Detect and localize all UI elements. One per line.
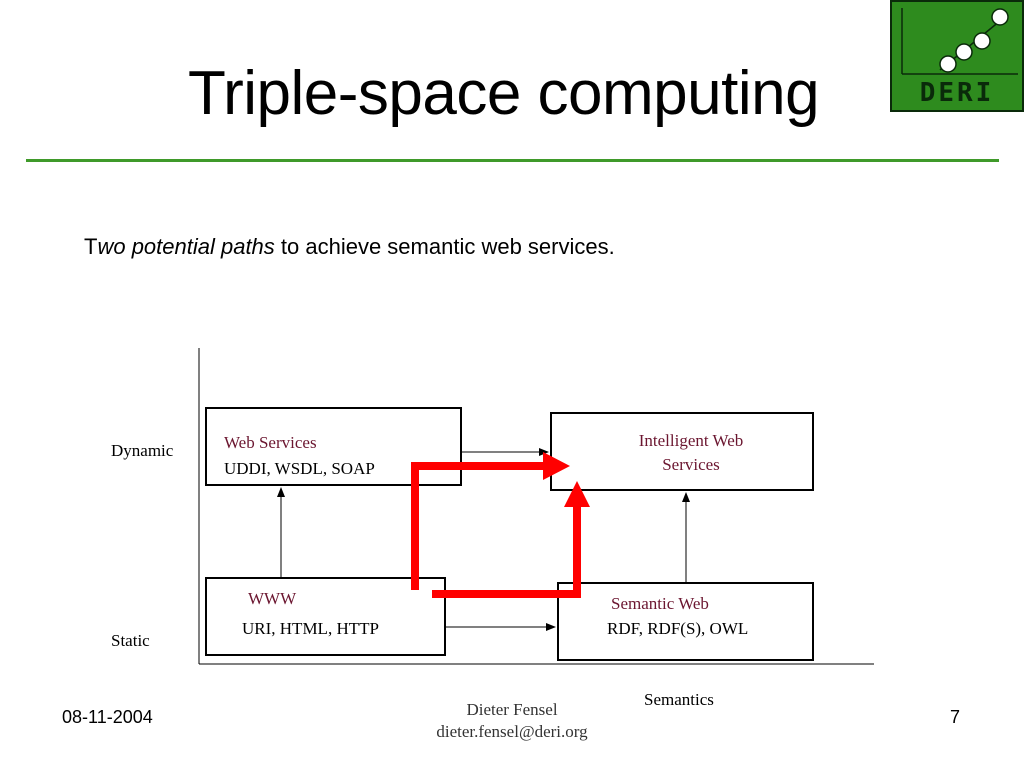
- www-title: WWW: [248, 589, 297, 608]
- slide-title: Triple-space computing: [188, 59, 820, 128]
- page-number: 7: [950, 707, 961, 727]
- red-path-semantic-first: [432, 505, 581, 598]
- www-subtitle: URI, HTML, HTTP: [242, 619, 379, 638]
- web-services-subtitle: UDDI, WSDL, SOAP: [224, 459, 375, 478]
- semantic-web-title: Semantic Web: [611, 594, 709, 613]
- axis-label-static: Static: [111, 631, 150, 650]
- web-services-title: Web Services: [224, 433, 317, 452]
- semantic-web-subtitle: RDF, RDF(S), OWL: [607, 619, 749, 638]
- logo-dot: [973, 32, 991, 50]
- red-arrowhead-right: [543, 452, 570, 480]
- logo-dot: [955, 43, 973, 61]
- footer-date: 08-11-2004: [62, 707, 153, 727]
- footer-author: Dieter Fensel: [466, 700, 558, 719]
- logo-text: DERI: [920, 78, 995, 108]
- title-divider: [26, 159, 999, 162]
- footer-email: dieter.fensel@deri.org: [436, 722, 588, 741]
- red-path-dynamic-first: [411, 462, 545, 590]
- logo-dot: [991, 8, 1009, 26]
- intelligent-title-line2: Services: [662, 455, 720, 474]
- footer-author-block: Dieter Fensel dieter.fensel@deri.org: [430, 699, 594, 743]
- intelligent-title-line1: Intelligent Web: [638, 431, 744, 450]
- logo-dot: [939, 55, 957, 73]
- semantic-web-box: [557, 582, 814, 661]
- www-box: [205, 577, 446, 656]
- intelligent-web-services-box: [550, 412, 814, 491]
- axis-label-dynamic: Dynamic: [111, 441, 174, 460]
- deri-logo: DERI: [890, 0, 1024, 112]
- intro-text: Two potential paths to achieve semantic …: [84, 234, 615, 259]
- red-arrowhead-up: [564, 481, 590, 507]
- axis-label-semantics: Semantics: [644, 690, 714, 709]
